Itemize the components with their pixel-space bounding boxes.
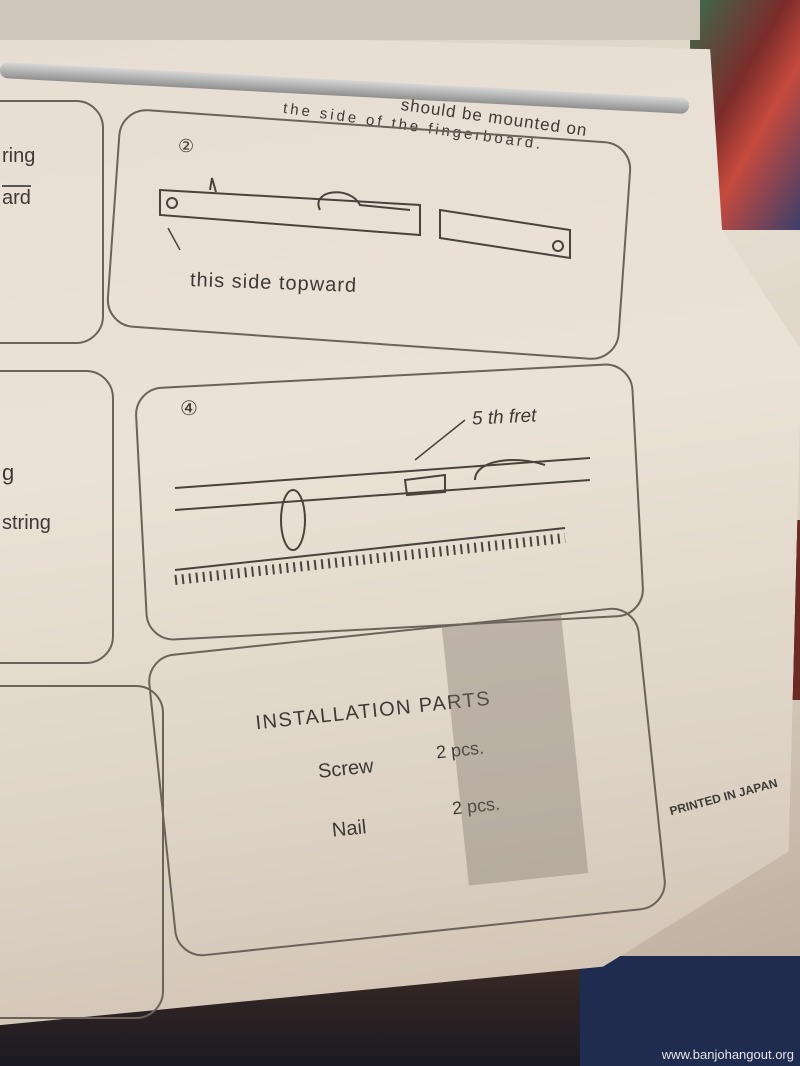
- box-packaging: [580, 956, 800, 1066]
- part-name-nail: Nail: [330, 816, 368, 842]
- left-panel-3: [0, 685, 164, 1019]
- left-fragment-4: string: [2, 512, 51, 534]
- watermark: www.banjohangout.org: [661, 1047, 794, 1062]
- left-fragment-1: ring: [2, 145, 36, 167]
- left-panel-2: [0, 370, 114, 664]
- capo-diagram-step2: [159, 177, 571, 260]
- parts-panel: [145, 605, 669, 959]
- step4-number: ④: [180, 398, 198, 420]
- binder-sheet: [0, 0, 700, 40]
- step2-number: ②: [178, 136, 195, 156]
- capo-diagram-step4: [174, 419, 591, 585]
- left-panel-1: [0, 100, 104, 344]
- left-fragment-3: g: [2, 460, 15, 485]
- left-fragment-2: ard: [2, 185, 31, 209]
